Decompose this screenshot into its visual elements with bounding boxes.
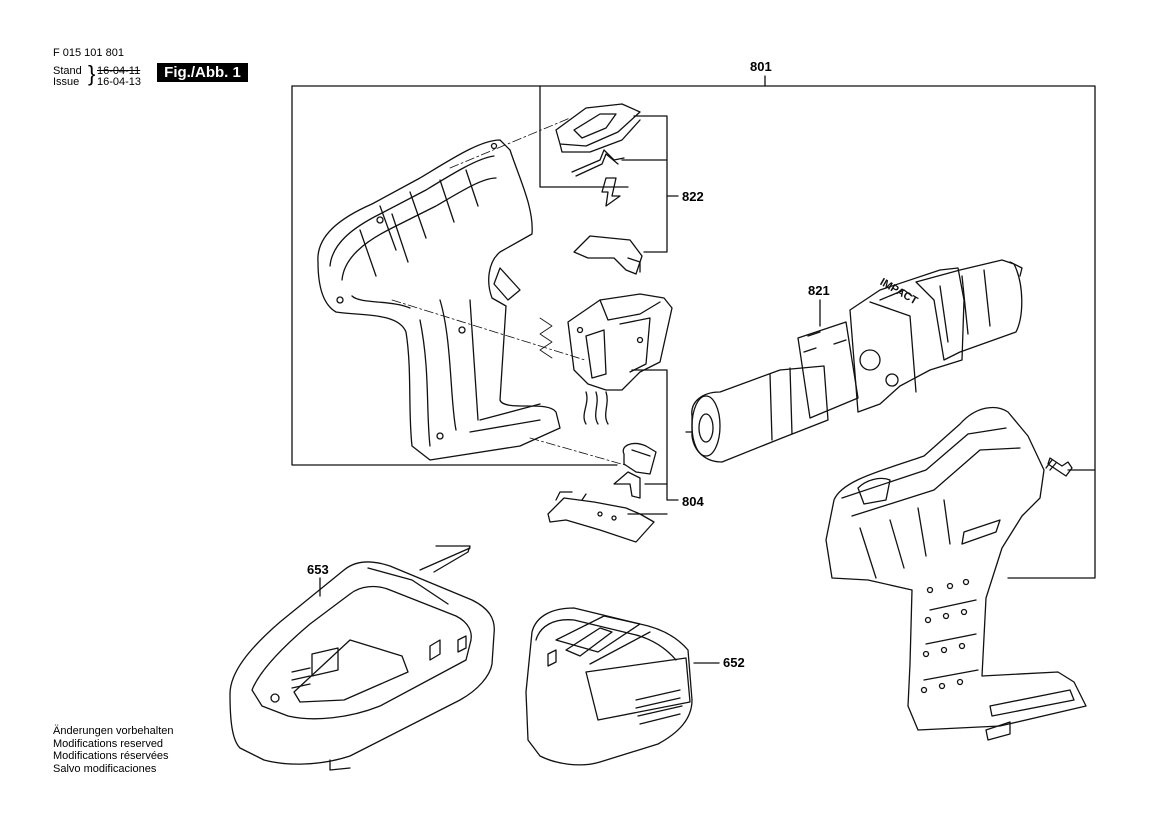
housing-half-left (317, 139, 561, 461)
issue-label: Issue (53, 76, 80, 88)
part-822-contact (601, 177, 621, 207)
part-821-motor-gearbox (685, 259, 1023, 463)
modifications-de: Änderungen vorbehalten (53, 725, 174, 737)
part-822-spring (571, 149, 625, 177)
alignment-zigzag (539, 317, 553, 359)
leader-804 (627, 369, 679, 515)
stand-date: 16-04-11 (97, 65, 141, 77)
part-652-battery (525, 607, 693, 766)
callout-801: 801 (750, 59, 772, 74)
switch-module (567, 293, 673, 425)
leader-822 (621, 115, 679, 253)
housing-screw (1045, 457, 1073, 477)
part-653-charger (229, 545, 495, 771)
modifications-es: Salvo modificaciones (53, 762, 157, 775)
callout-653: 653 (307, 562, 329, 577)
modifications-notice: Änderungen vorbehalten Modifications res… (53, 725, 173, 775)
gearbox-marking: IMPACT (878, 276, 920, 307)
figure-label: Fig./Abb. 1 (157, 63, 248, 82)
callout-822: 822 (682, 189, 704, 204)
modifications-fr: Modifications réservées (53, 750, 169, 762)
issue-date: 16-04-13 (97, 76, 142, 88)
part-804-lever (613, 471, 641, 499)
date-brace: } (88, 61, 96, 86)
part-804-switch-plate (547, 491, 655, 543)
document-number: F 015 101 801 (53, 47, 124, 59)
callout-652: 652 (723, 655, 745, 670)
part-822-slider (555, 103, 641, 153)
callout-821: 821 (808, 283, 830, 298)
assembly-801-frame (291, 75, 1096, 579)
alignment-lines (391, 117, 626, 466)
modifications-en: Modifications reserved (53, 737, 164, 750)
part-822-plate (573, 235, 643, 275)
housing-half-right (825, 406, 1087, 741)
callout-804: 804 (682, 494, 704, 509)
stand-label: Stand (53, 65, 82, 77)
part-804-trigger-cap (622, 442, 657, 475)
